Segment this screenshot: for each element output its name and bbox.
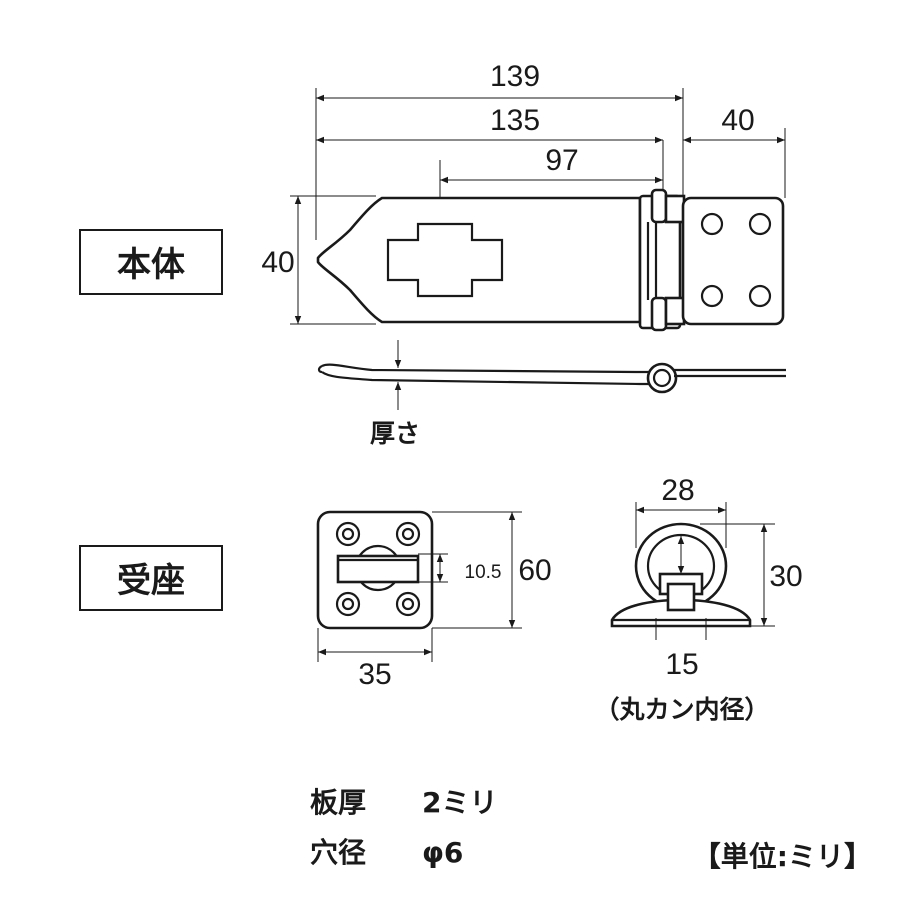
body-height-label: 40 (261, 246, 294, 279)
ring-inner-label: 15 (665, 648, 698, 681)
receiver-width-label: 35 (358, 658, 391, 691)
receiver-top-view (316, 510, 522, 662)
receiver-ring-side-view (610, 502, 775, 640)
receiver-slot-label: 10.5 (465, 562, 502, 583)
main-body-side-view: 厚さ (317, 340, 786, 448)
total-length-label: 139 (490, 60, 540, 93)
receiver-label-box: 受座 (79, 545, 223, 611)
plate-thickness-value: 2ミリ (422, 786, 497, 819)
main-body-top-view (290, 88, 786, 332)
mounting-hole-icon (748, 284, 772, 308)
ring-dimensions: 28 30 15 （丸カン内径） (594, 474, 802, 724)
plate-thickness-label: 板厚 (310, 786, 366, 819)
mounting-hole-icon (700, 212, 724, 236)
body-length-label: 135 (490, 104, 540, 137)
hinge-width-label: 40 (721, 104, 754, 137)
spec-notes: 板厚 2ミリ 穴径 φ6 【単位:ミリ】 (310, 786, 872, 873)
hole-diameter-value: φ6 (422, 836, 463, 869)
mounting-hole-icon (395, 591, 421, 617)
main-body-label-box: 本体 (79, 229, 223, 295)
mounting-hole-icon (700, 284, 724, 308)
receiver-height-label: 60 (518, 554, 551, 587)
mounting-hole-icon (748, 212, 772, 236)
slot-offset-label: 97 (545, 144, 578, 177)
unit-note: 【単位:ミリ】 (693, 840, 872, 873)
mounting-hole-icon (335, 521, 361, 547)
thickness-label: 厚さ (370, 419, 420, 448)
receiver-dimensions: 10.5 60 35 (318, 512, 552, 691)
main-body-label: 本体 (117, 245, 185, 285)
ring-inner-caption: （丸カン内径） (594, 695, 769, 724)
mounting-hole-icon (395, 521, 421, 547)
mounting-hole-icon (335, 591, 361, 617)
hole-diameter-label: 穴径 (310, 836, 366, 869)
receiver-label: 受座 (117, 561, 185, 601)
ring-width-label: 28 (661, 474, 694, 507)
ring-height-label: 30 (769, 560, 802, 593)
main-body-dimensions: 139 135 40 97 40 (261, 60, 785, 324)
